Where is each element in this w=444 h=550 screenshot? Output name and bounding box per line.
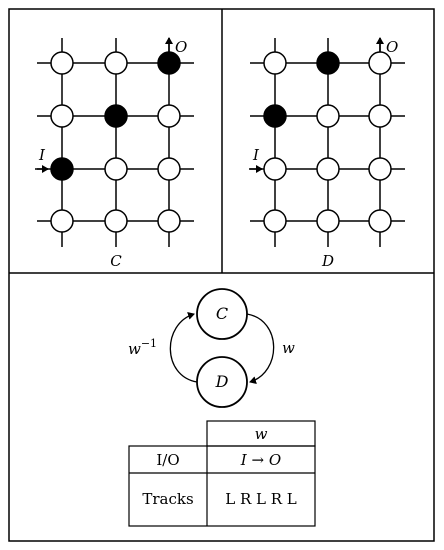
table-header: w <box>255 425 268 443</box>
panel-d: I O D <box>249 37 405 270</box>
table: w I/O I → O Tracks L R L R L <box>128 420 316 527</box>
empty-node <box>50 209 74 233</box>
empty-node <box>50 51 74 75</box>
empty-node <box>263 157 287 181</box>
input-label-d: I <box>252 146 260 164</box>
edge-left-label-base: w <box>128 340 141 358</box>
empty-node <box>157 157 181 181</box>
edge-right-label: w <box>282 339 295 357</box>
empty-node <box>263 209 287 233</box>
table-row-value: L R L R L <box>225 490 297 508</box>
edge-left-label-exponent: −1 <box>141 337 157 350</box>
edge-d-to-c <box>169 311 198 383</box>
empty-node <box>157 209 181 233</box>
io-out: O <box>269 451 281 469</box>
panel-label-d: D <box>321 252 334 270</box>
table-body <box>128 445 316 527</box>
output-label-d: O <box>386 38 398 56</box>
state-c-label: C <box>216 304 228 323</box>
edge-c-to-d <box>246 313 275 385</box>
filled-node <box>104 104 128 128</box>
output-label-c: O <box>175 38 187 56</box>
panel-c: I O C <box>35 37 194 270</box>
state-diagram: C D w w−1 <box>128 288 295 408</box>
filled-node <box>263 104 287 128</box>
table-row-value: I → O <box>240 451 281 469</box>
empty-node <box>316 157 340 181</box>
empty-node <box>316 209 340 233</box>
panel-label-c: C <box>110 252 122 270</box>
empty-node <box>104 209 128 233</box>
table-row-label: Tracks <box>142 490 193 508</box>
empty-node <box>316 104 340 128</box>
empty-node <box>157 104 181 128</box>
input-label-c: I <box>38 146 46 164</box>
table-row-label: I/O <box>156 451 179 469</box>
filled-node <box>316 51 340 75</box>
empty-node <box>104 157 128 181</box>
filled-node <box>50 157 74 181</box>
empty-node <box>263 51 287 75</box>
edge-left-label: w−1 <box>128 337 157 358</box>
state-d-label: D <box>215 372 229 391</box>
empty-node <box>368 209 392 233</box>
io-in: I <box>240 451 248 469</box>
io-arrow: → <box>252 451 265 469</box>
empty-node <box>50 104 74 128</box>
empty-node <box>368 104 392 128</box>
empty-node <box>368 157 392 181</box>
empty-node <box>104 51 128 75</box>
